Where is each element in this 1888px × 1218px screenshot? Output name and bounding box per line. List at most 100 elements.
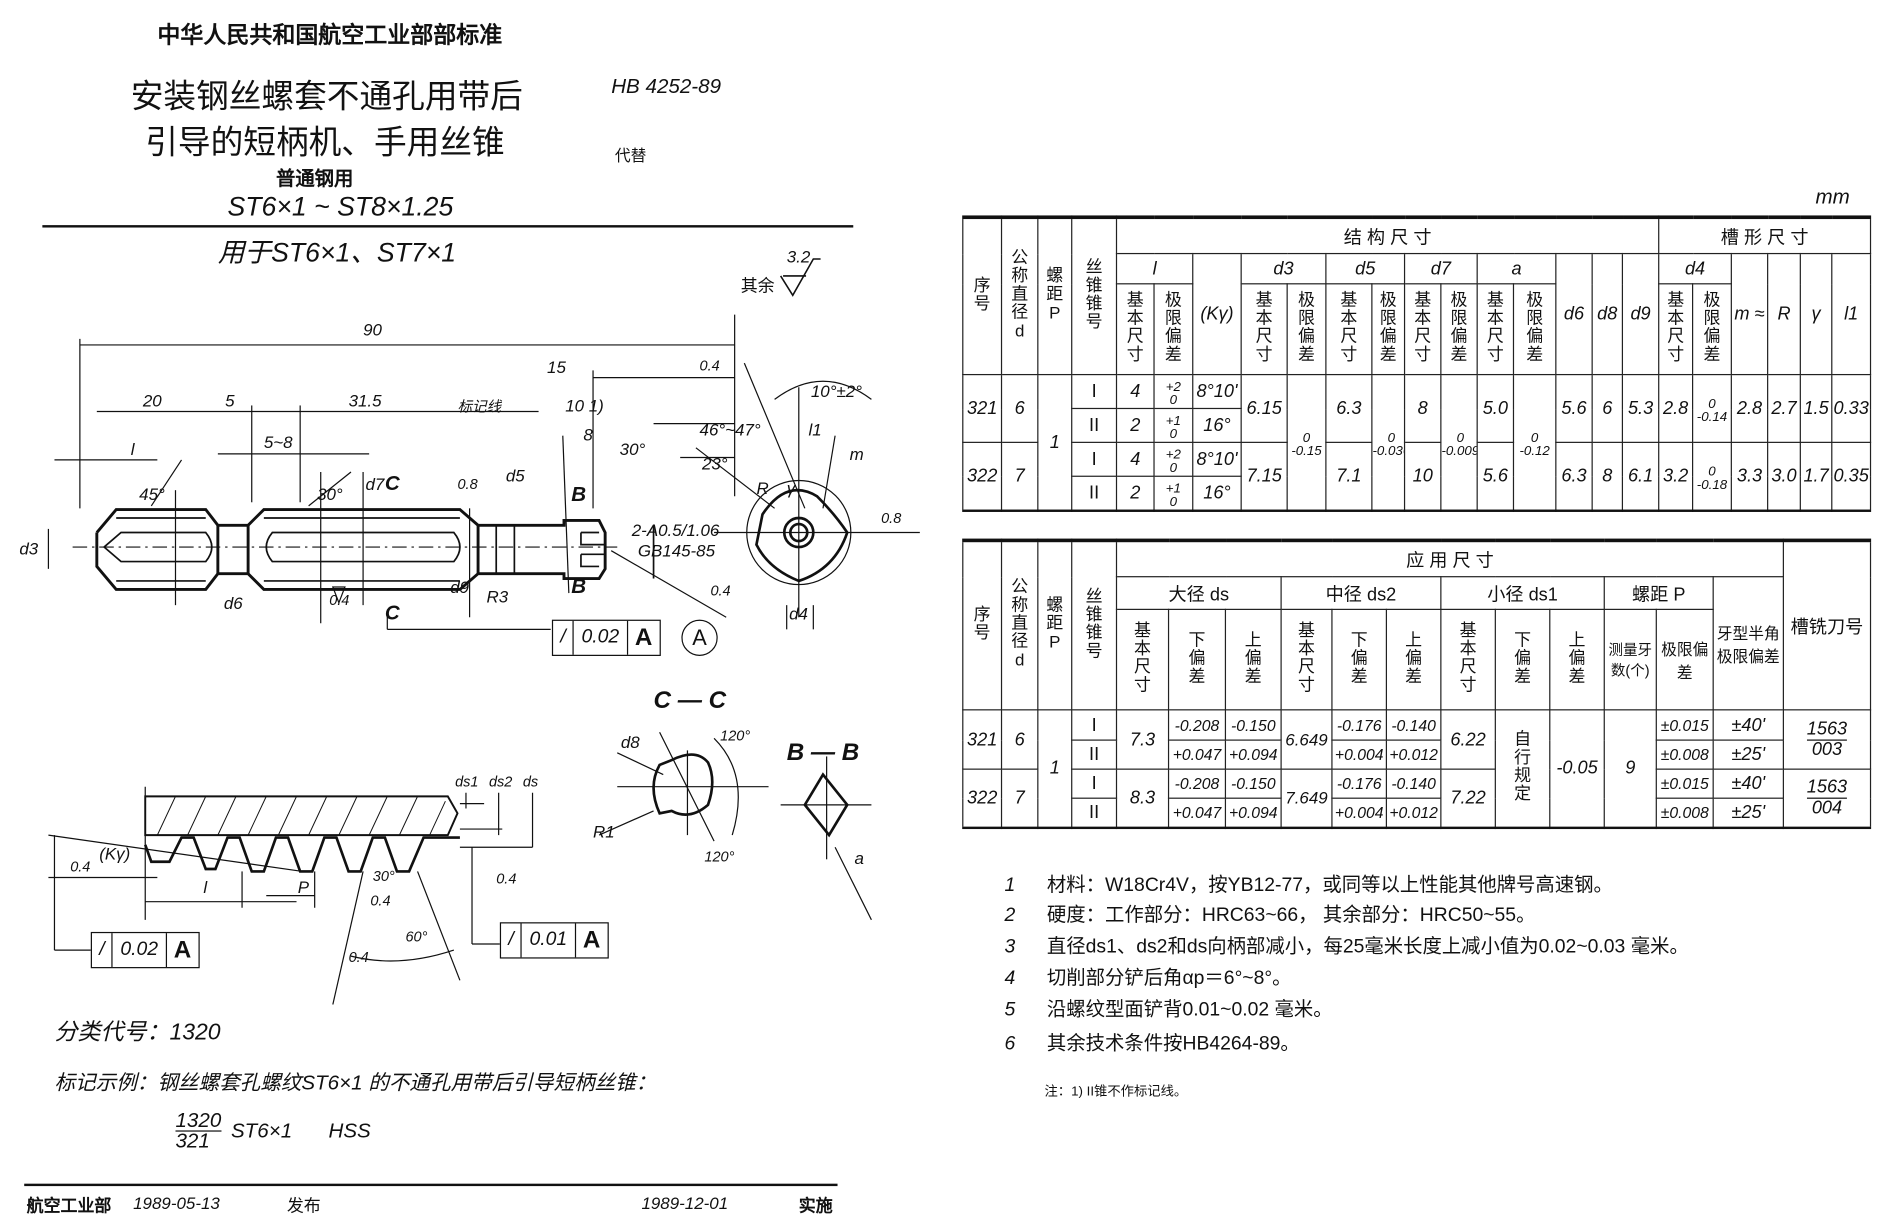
col-pitch: 螺距P (1045, 265, 1065, 323)
cell-pitch-dev: ±0.008 (1655, 797, 1714, 828)
text-part: +2 (1165, 447, 1181, 463)
classification-code: 分类代号：1320 (54, 1020, 221, 1046)
subtitle: 普通钢用 (275, 169, 354, 191)
dim-5-8: 5~8 (264, 433, 293, 452)
col-limit: 极限偏差 (1296, 290, 1317, 364)
text-part: +1 (1165, 413, 1181, 429)
dim-10: 10 1) (565, 397, 604, 416)
col-tap-no: 丝锥锥号 (1084, 586, 1104, 660)
tolerance-value: 0.02 (574, 620, 628, 655)
title-line2: 引导的短柄机、手用丝锥 (145, 124, 505, 161)
cell-seq: 322 (962, 768, 1003, 828)
text-part: 0 (1387, 430, 1396, 446)
runout-symbol: / (501, 923, 523, 958)
text-part: -0.036 (1372, 444, 1403, 459)
text-part: +1 (1165, 481, 1181, 497)
cell-d6: 5.6 (1555, 373, 1593, 443)
label-p: P (298, 878, 310, 897)
applied-dimensions-table: 序号 公称直径d 螺距P 丝锥锥号 应 用 尺 寸 槽铣刀号 大径 ds 中径 … (962, 538, 1872, 829)
cell-m: 3.3 (1730, 441, 1769, 512)
cell-d7: 8 (1403, 373, 1442, 443)
text-part: 0 (1708, 396, 1716, 412)
label-d5: d5 (506, 467, 525, 486)
angle-10-2: 10°±2° (811, 382, 862, 401)
text-part: 003 (1811, 739, 1843, 761)
cell-pitch-dev: ±0.015 (1655, 768, 1714, 799)
text-part: 沿螺纹型面铲背0.01~0.02 毫米。 (1046, 999, 1333, 1021)
cell-nominal: 7 (1000, 768, 1039, 828)
section-c-bottom: C (385, 602, 401, 625)
text-part: 0 (1708, 464, 1716, 480)
cell-ds1: 7.22 (1440, 768, 1496, 828)
col-upper: 上偏差 (1567, 629, 1587, 685)
cell-gamma: 1.5 (1799, 373, 1833, 443)
marking-material: HSS (328, 1118, 371, 1142)
effective-date: 1989-12-01 (641, 1193, 729, 1213)
roughness-crest-0-4: 0.4 (496, 872, 516, 888)
footer-rule (24, 1183, 838, 1187)
angle-120-bottom: 120° (704, 850, 734, 866)
cell-ds1: 6.22 (1440, 709, 1496, 770)
center-hole-standard: GB145-85 (638, 542, 716, 561)
text-part: 1563 (1806, 718, 1848, 741)
marking-example: 1320 321 ST6×1 HSS (175, 1110, 371, 1151)
cell-ds2-upper: +0.012 (1385, 797, 1442, 828)
section-c-c-title: C — C (654, 687, 727, 714)
group-major-dia: 大径 ds (1115, 576, 1282, 610)
angle-30-thread: 30° (373, 869, 395, 885)
label-a: a (854, 849, 863, 868)
cell-d7-dev: 0-0.009 (1442, 431, 1476, 459)
section-c-top: C (385, 472, 401, 495)
cell-half-angle: ±40' (1712, 768, 1785, 799)
cell-d3: 6.15 (1240, 373, 1288, 443)
col-r-radius: R (1767, 252, 1801, 376)
col-pitch: 螺距P (1045, 594, 1065, 652)
cell-ds1-upper: -0.05 (1549, 709, 1605, 828)
dim-90: 90 (363, 320, 382, 339)
cell-ds-lower: -0.208 (1167, 768, 1227, 799)
cell-d5: 7.1 (1325, 441, 1373, 512)
datum-ref: A (173, 936, 192, 963)
text-part: 0 (1169, 495, 1178, 510)
roughness-symbol-icon (779, 258, 821, 297)
label-d4: d4 (789, 605, 808, 624)
label-d3: d3 (19, 539, 38, 558)
label-kr: (Kγ) (99, 844, 130, 863)
roughness-0-8-end: 0.8 (881, 511, 901, 527)
applies-to: 用于ST6×1、ST7×1 (217, 237, 457, 268)
col-nominal: 公称直径d (1009, 247, 1030, 341)
cell-ds2-lower: +0.004 (1331, 797, 1388, 828)
label-ds1: ds1 (455, 775, 478, 791)
cell-seq: 321 (962, 709, 1003, 770)
cell-ds2-upper: -0.140 (1385, 709, 1442, 741)
cell-ds2-lower: -0.176 (1331, 709, 1388, 741)
cell-l: 2 (1115, 407, 1155, 443)
text-part: -0.18 (1696, 478, 1728, 493)
table-row: 322 7 I 8.3 -0.208 -0.150 7.649 -0.176 -… (962, 768, 1872, 828)
table-row: II +0.047 +0.094 +0.004 +0.012 ±0.008 ±2… (963, 739, 1871, 770)
cell-half-angle: ±40' (1712, 709, 1785, 741)
tolerance-value: 0.01 (522, 923, 576, 958)
standard-number: HB 4252-89 (611, 75, 722, 99)
section-b-bottom: B (571, 575, 586, 598)
section-b-b-title: B — B (787, 739, 860, 766)
effective-label: 实施 (798, 1195, 833, 1216)
col-seq: 序号 (972, 275, 992, 313)
cell-d4: 3.2 (1658, 441, 1694, 512)
cell-gamma: 1.7 (1799, 441, 1833, 512)
col-upper: 上偏差 (1403, 629, 1424, 685)
text-part: -0.12 (1519, 444, 1550, 459)
cell-count: 9 (1603, 709, 1657, 828)
text-part: 2 (1004, 905, 1016, 926)
col-nominal: 公称直径d (1009, 576, 1030, 670)
cell-d7: 10 (1403, 441, 1442, 512)
roughness-0-4-b: 0.4 (710, 583, 730, 599)
cell-tap: II (1071, 475, 1118, 512)
